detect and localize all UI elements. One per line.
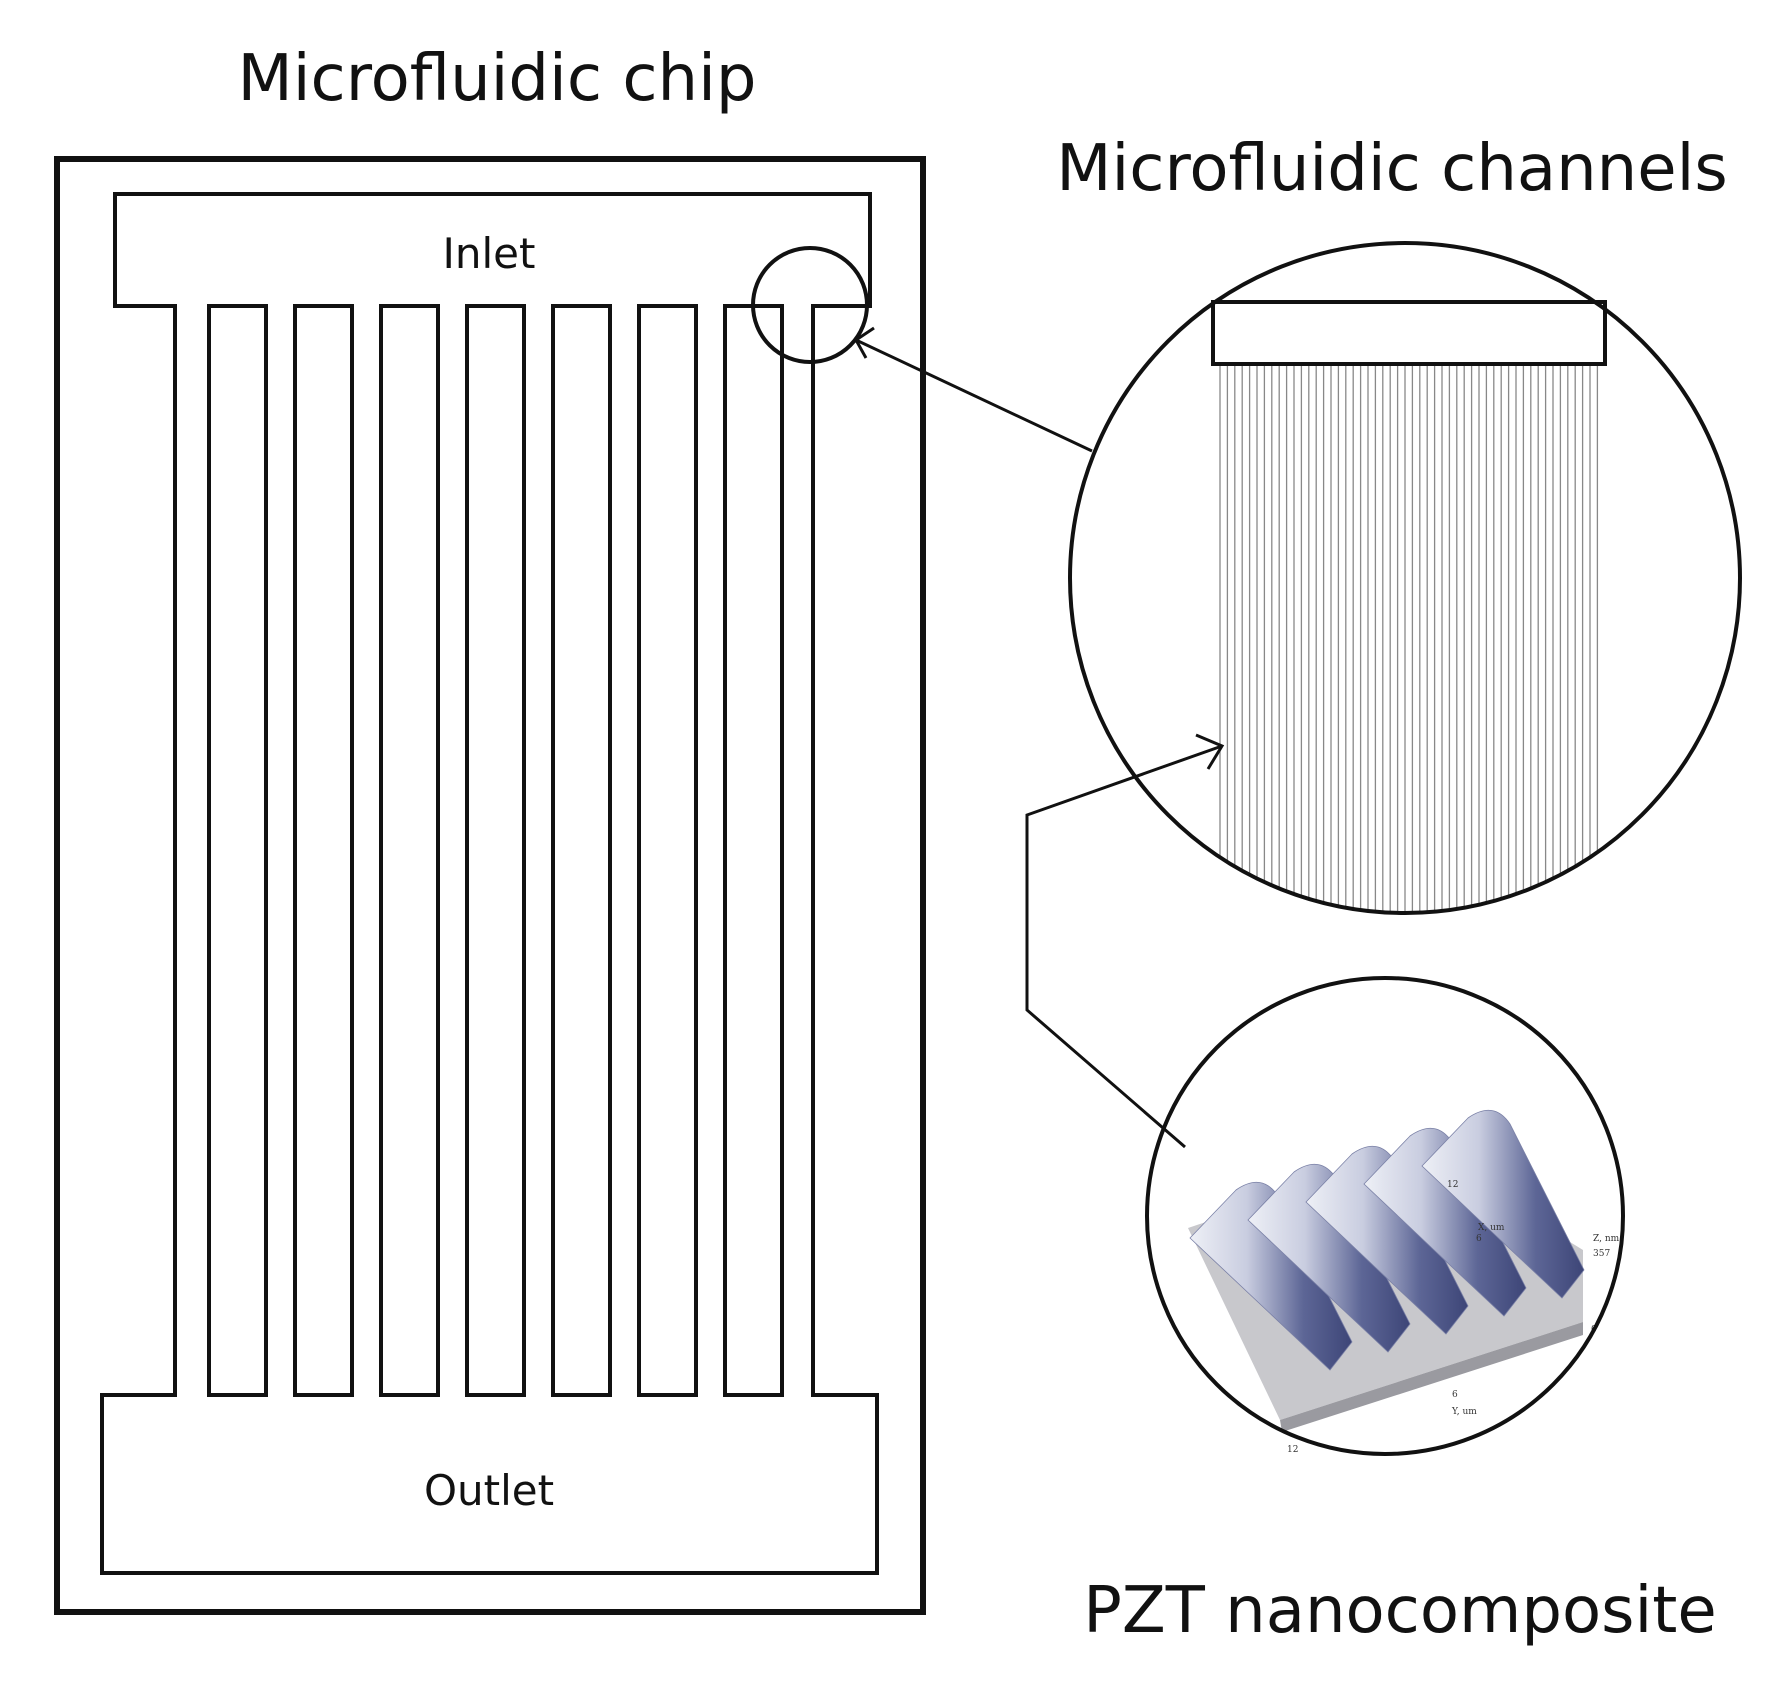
- nano-zoom: X, um 6 12 Z, nm 357 0 6 Y, um 12: [1145, 976, 1625, 1456]
- magnifier-circle: [751, 246, 869, 364]
- afm-y-label: Y, um: [1451, 1407, 1477, 1417]
- afm-ridges: [1189, 1110, 1585, 1371]
- island: [379, 304, 440, 1397]
- island: [465, 304, 526, 1397]
- zoom-arrow: [854, 326, 1093, 453]
- island: [723, 304, 784, 1397]
- nano-title: PZT nanocomposite: [1083, 1574, 1716, 1648]
- afm-x-label: X, um: [1478, 1223, 1505, 1233]
- afm-y-tick: 6: [1452, 1390, 1458, 1400]
- island: [207, 304, 268, 1397]
- channel-network: [100, 192, 879, 1575]
- chip-frame: [54, 156, 926, 1615]
- afm-z-label: Z, nm: [1593, 1234, 1620, 1244]
- island: [637, 304, 698, 1397]
- chip-title: Microfluidic chip: [238, 42, 757, 116]
- nano-connector: [1025, 733, 1225, 1149]
- channels-circle: [1068, 241, 1742, 915]
- afm-y-end: 12: [1287, 1445, 1298, 1455]
- channels-zoom: [1068, 241, 1742, 915]
- afm-surface: [1188, 1110, 1585, 1432]
- afm-x-end: 12: [1447, 1180, 1458, 1190]
- channel-line-group: [1219, 364, 1599, 913]
- island: [293, 304, 354, 1397]
- afm-z-max: 357: [1593, 1249, 1610, 1259]
- island: [551, 304, 612, 1397]
- afm-ridge: [1421, 1110, 1585, 1299]
- channels-title: Microfluidic channels: [1056, 132, 1727, 206]
- channel-islands: [207, 304, 784, 1397]
- inlet-label: Inlet: [443, 229, 536, 278]
- afm-x-tick: 6: [1476, 1234, 1482, 1244]
- channels-header-bar: [1211, 300, 1607, 366]
- outlet-label: Outlet: [424, 1466, 554, 1515]
- afm-side: [1280, 1322, 1583, 1432]
- nano-circle: [1145, 976, 1625, 1456]
